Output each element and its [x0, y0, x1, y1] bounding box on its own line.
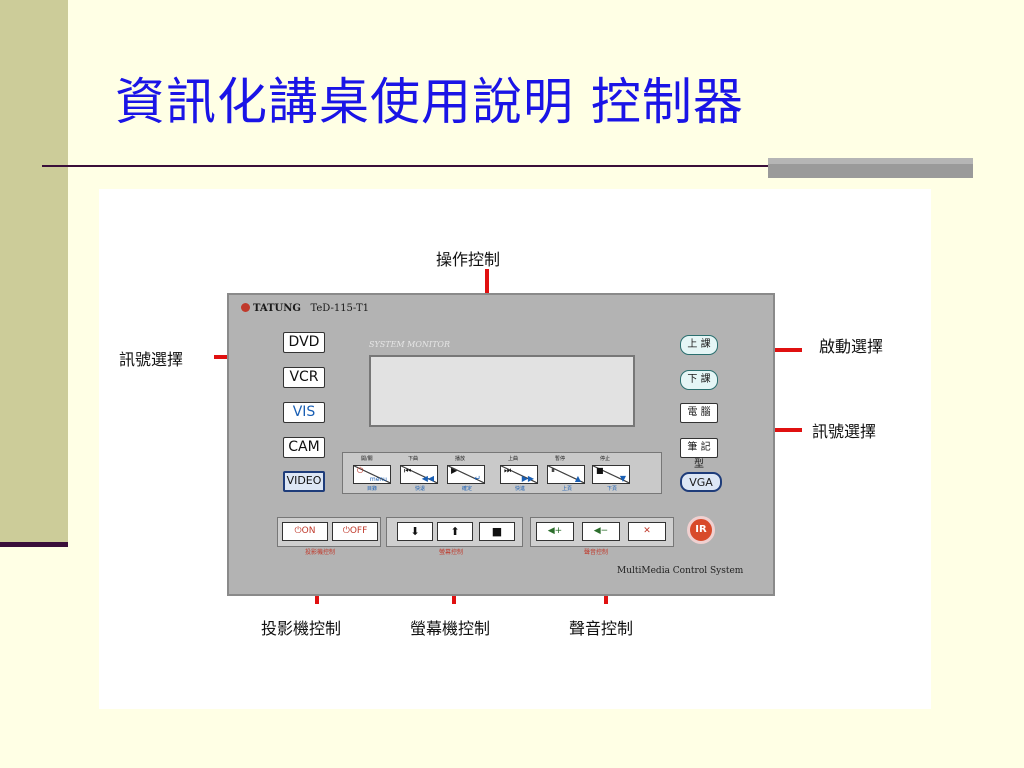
dvd-button[interactable]: DVD [283, 332, 325, 353]
volume-up-button[interactable]: ◀+ [536, 522, 574, 541]
screen-up-button[interactable]: ⬆ [437, 522, 473, 541]
monitor-title: SYSTEM MONITOR [369, 340, 450, 349]
brand-label: TATUNG TeD-115-T1 [241, 303, 369, 314]
stop-icon: ■ [596, 466, 604, 475]
class-start-button[interactable]: 上 課 [680, 335, 718, 355]
sound-group-label: 聲音控制 [584, 549, 609, 556]
title-rule [42, 165, 768, 167]
sound-group: ◀+ ◀− ✕ [530, 517, 674, 547]
skip-back-icon: ⏮ [404, 466, 412, 475]
transport-pageup-label: 上頁 [562, 486, 573, 492]
next-forward-button[interactable]: ⏭ ▶▶ [500, 465, 538, 484]
transport-play-label: 播放 [455, 456, 466, 462]
system-name: MultiMedia Control System [617, 566, 744, 576]
play-icon: ▶ [451, 466, 458, 475]
ir-sensor: IR [687, 516, 715, 544]
annotation-operation: 操作控制 [436, 250, 501, 269]
brand-name: TATUNG [253, 303, 301, 314]
page-down-icon: ▼ [619, 474, 626, 483]
transport-power-label: 開/關 [361, 456, 373, 462]
transport-enter-label: 確定 [462, 486, 473, 492]
transport-menu-label: 目錄 [367, 486, 378, 492]
screen-down-button[interactable]: ⬇ [397, 522, 433, 541]
transport-prev-label: 下曲 [408, 456, 419, 462]
transport-pagedown-label: 下頁 [607, 486, 618, 492]
annotation-projector: 投影機控制 [261, 619, 342, 638]
pause-pageup-button[interactable]: ⏸ ▲ [547, 465, 585, 484]
prev-rewind-button[interactable]: ⏮ ◀◀ [400, 465, 438, 484]
screen-group-label: 螢幕控制 [439, 549, 464, 556]
class-end-button[interactable]: 下 課 [680, 370, 718, 390]
slide-title: 資訊化講桌使用說明 控制器 [115, 73, 744, 131]
power-menu-button[interactable]: ⏻ menu [353, 465, 391, 484]
control-panel: TATUNG TeD-115-T1 SYSTEM MONITOR DVD VCR… [227, 293, 775, 596]
vga-button[interactable]: VGA [680, 472, 722, 492]
transport-next-label: 上曲 [508, 456, 519, 462]
stop-pagedown-button[interactable]: ■ ▼ [592, 465, 630, 484]
model-number: TeD-115-T1 [310, 303, 369, 314]
vcr-button[interactable]: VCR [283, 367, 325, 388]
annotation-sound: 聲音控制 [569, 619, 634, 638]
annotation-signal-right: 訊號選擇 [812, 422, 877, 441]
skip-forward-icon: ⏭ [504, 466, 512, 475]
notebook-button[interactable]: 筆 記 型 [680, 438, 718, 470]
projector-on-button[interactable]: ⏻ON [282, 522, 328, 541]
transport-controls: 開/關 ⏻ menu 目錄 下曲 ⏮ ◀◀ 快退 播放 ▶ ↵ 確定 上曲 ⏭ … [342, 452, 662, 494]
transport-rewind-label: 快退 [415, 486, 426, 492]
annotation-startup: 啟動選擇 [819, 337, 884, 356]
cam-button[interactable]: CAM [283, 437, 325, 458]
controller-figure: 操作控制 訊號選擇 啟動選擇 訊號選擇 投影機控制 螢幕機控制 聲音控制 TAT… [99, 189, 931, 709]
fast-forward-icon: ▶▶ [521, 474, 534, 483]
page-up-icon: ▲ [574, 474, 581, 483]
pause-icon: ⏸ [551, 466, 555, 475]
projector-off-button[interactable]: ⏻OFF [332, 522, 378, 541]
system-monitor-screen [369, 355, 635, 427]
screen-stop-button[interactable]: ■ [479, 522, 515, 541]
menu-icon: menu [369, 476, 387, 483]
transport-stop-label: 停止 [600, 456, 611, 462]
tatung-logo-icon [241, 303, 250, 312]
sidebar-band [0, 0, 68, 546]
power-icon: ⏻ [357, 466, 364, 475]
volume-down-button[interactable]: ◀− [582, 522, 620, 541]
title-rule-accent [768, 158, 973, 178]
enter-icon: ↵ [474, 474, 481, 483]
screen-group: ⬇ ⬆ ■ [386, 517, 523, 547]
video-button[interactable]: VIDEO [283, 471, 325, 492]
transport-forward-label: 快進 [515, 486, 526, 492]
transport-pause-label: 暫停 [555, 456, 566, 462]
vis-button[interactable]: VIS [283, 402, 325, 423]
mute-button[interactable]: ✕ [628, 522, 666, 541]
rewind-icon: ◀◀ [421, 474, 434, 483]
computer-button[interactable]: 電 腦 [680, 403, 718, 423]
projector-group-label: 投影機控制 [305, 549, 336, 556]
play-enter-button[interactable]: ▶ ↵ [447, 465, 485, 484]
projector-group: ⏻ON ⏻OFF [277, 517, 381, 547]
sidebar-divider [0, 542, 68, 547]
annotation-signal-left: 訊號選擇 [119, 350, 184, 369]
annotation-screen: 螢幕機控制 [410, 619, 491, 638]
